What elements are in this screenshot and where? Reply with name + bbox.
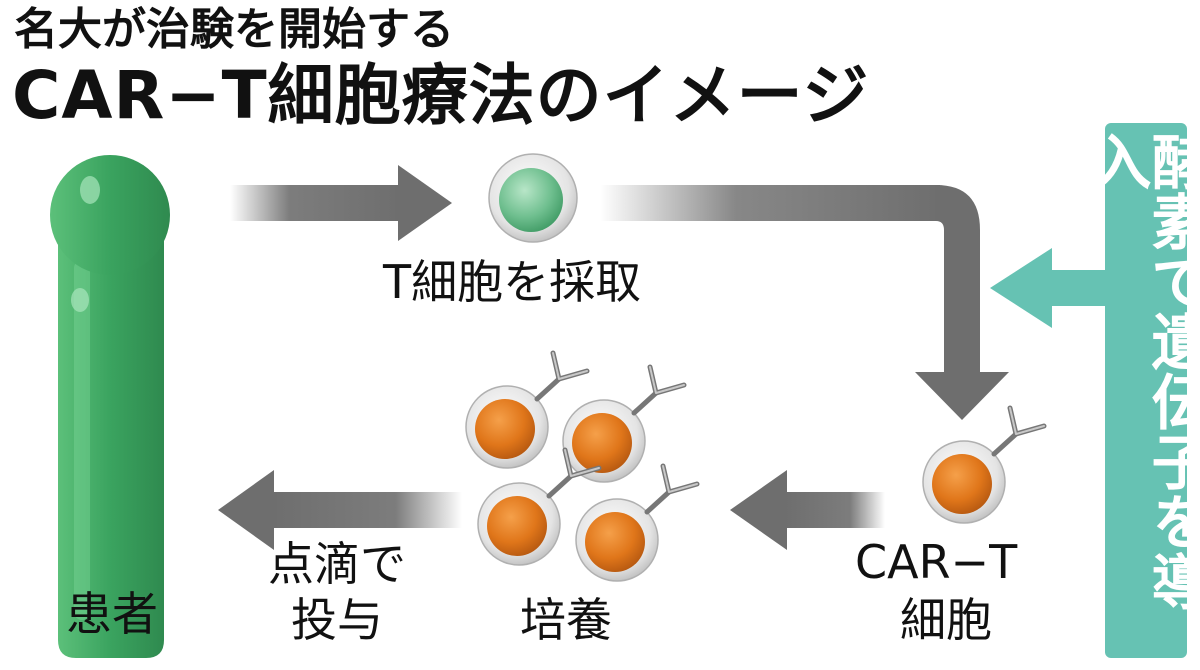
label-administer-line1: 点滴で: [268, 537, 406, 591]
t-cell: [488, 153, 578, 243]
gene-transfer-label: 酵素で遺伝子を導入: [1081, 131, 1200, 611]
subtitle: 名大が治験を開始する: [14, 4, 454, 55]
label-culture: 培養: [520, 593, 612, 647]
patient-figure: [50, 155, 170, 658]
gene-transfer-box: 酵素で遺伝子を導入: [1081, 123, 1200, 658]
arrow-culture: [730, 470, 885, 550]
label-car-t-line1: CAR−T: [855, 535, 1018, 589]
arrow-gene-transfer: [990, 248, 1106, 328]
label-patient: 患者: [66, 587, 158, 641]
arrow-to-car-t: [600, 185, 1009, 420]
car-t-cell: [923, 408, 1044, 523]
culture-cells: [466, 353, 697, 581]
label-car-t-line2: 細胞: [900, 593, 992, 647]
page-title: CAR−T細胞療法のイメージ: [12, 57, 870, 134]
label-collect: T細胞を採取: [383, 255, 642, 309]
arrow-administer: [218, 470, 462, 550]
label-administer-line2: 投与: [291, 593, 383, 647]
arrow-collect: [230, 165, 452, 241]
